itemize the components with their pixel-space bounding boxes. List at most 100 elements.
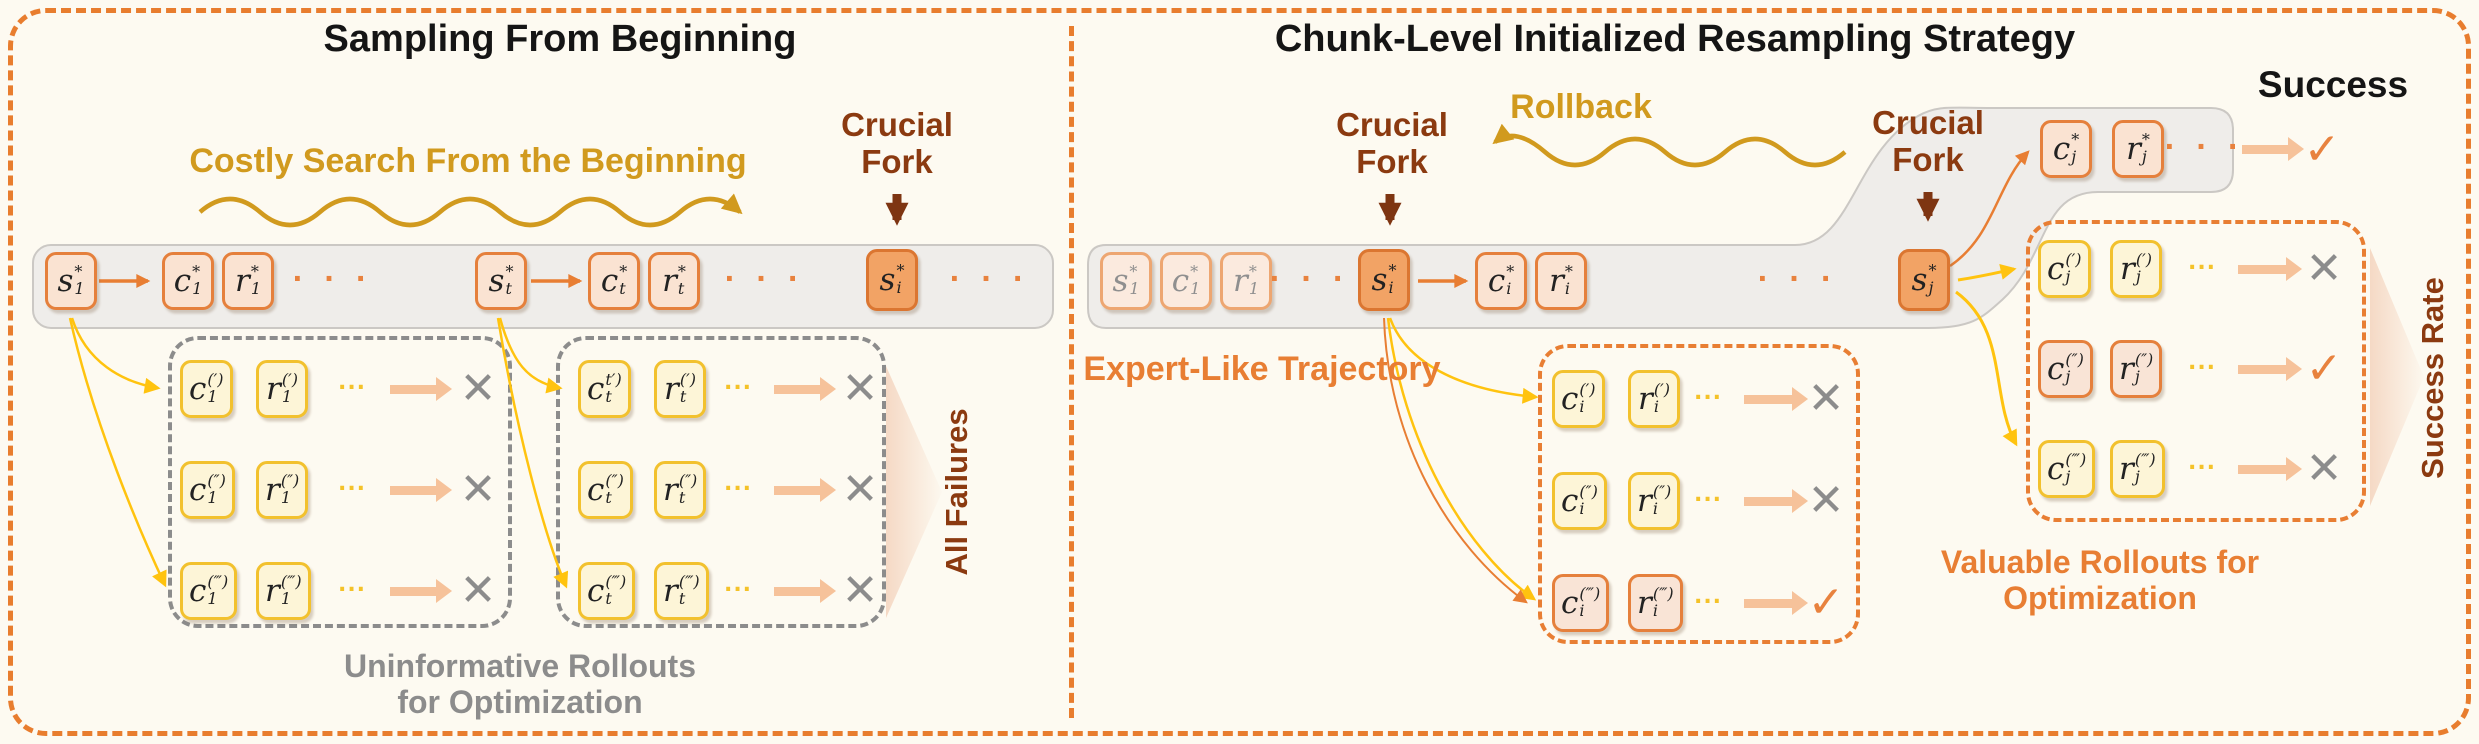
connector-arrow-icon [1955, 290, 2018, 447]
node-subscript: t [677, 279, 685, 298]
rollout-group [556, 336, 886, 628]
node-superscript: (′) [2065, 250, 2082, 270]
node-symbol: r [265, 471, 280, 508]
node-subscript: 1 [1248, 279, 1259, 298]
node-subscript: i [1652, 601, 1658, 620]
node-subscript: j [1928, 278, 1934, 297]
node-superscript: * [2141, 130, 2150, 150]
fail-icon: ✕ [459, 565, 497, 616]
ellipsis-icon: · · · [1269, 263, 1349, 295]
wavy-arrow-icon [1492, 123, 1847, 168]
node-superscript: * [1248, 262, 1257, 282]
node-box: c(‴)i [1552, 574, 1610, 632]
node-superscript: (′) [1579, 380, 1596, 400]
node-box: c(″)1 [180, 461, 235, 519]
node-superscript: (‴) [1652, 584, 1674, 604]
ellipsis-mini-icon: ··· [2187, 455, 2217, 481]
connector-arrow-icon [1388, 317, 1539, 404]
node-subscript: 1 [207, 488, 218, 507]
node-symbol: r [663, 471, 678, 508]
node-scripts: *j [2141, 130, 2150, 166]
node-symbol: r [266, 370, 281, 407]
node-subscript: i [1653, 397, 1659, 416]
connector-arrow-icon [68, 317, 167, 588]
ellipsis-icon: · · · [2164, 131, 2244, 163]
node-superscript: * [896, 261, 905, 281]
rollout-arrow-icon [1744, 387, 1808, 411]
node-subscript: t [605, 387, 612, 406]
node-subscript: i [1579, 601, 1585, 620]
node-superscript: * [1564, 262, 1573, 282]
ellipsis-mini-icon: ··· [723, 476, 753, 502]
node-subscript: i [1652, 499, 1658, 518]
node-subscript: t [678, 488, 686, 507]
node-symbol: s [1911, 261, 1928, 298]
node-superscript: (′) [679, 370, 696, 390]
fail-icon: ✕ [459, 363, 497, 414]
node-box: r(′)i [1628, 370, 1680, 428]
node-symbol: c [2047, 250, 2065, 287]
node-box: s*1 [1100, 252, 1152, 310]
node-superscript: (‴) [1579, 584, 1601, 604]
fail-icon: ✕ [1807, 475, 1845, 526]
ellipsis-mini-icon: ··· [723, 577, 753, 603]
node-scripts: (′)t [679, 370, 696, 406]
node-box: r(″)t [654, 461, 707, 519]
node-box: c(‴)j [2038, 440, 2096, 498]
node-box: c(′)i [1552, 370, 1605, 428]
node-symbol: c [1561, 380, 1579, 417]
rollout-arrow-icon [774, 377, 836, 401]
node-symbol: r [2119, 450, 2134, 487]
node-symbol: r [1232, 262, 1248, 299]
node-scripts: *1 [1129, 263, 1140, 298]
node-box: r*i [1535, 252, 1587, 310]
node-symbol: s [1112, 262, 1129, 299]
node-superscript: (‴) [605, 572, 627, 592]
node-subscript: t [619, 279, 626, 298]
node-box: r(‴)t [654, 562, 709, 620]
node-symbol: r [2119, 350, 2134, 387]
node-scripts: (‴)t [678, 572, 700, 608]
node-subscript: i [1564, 279, 1571, 298]
node-symbol: c [189, 572, 207, 609]
node-symbol: r [664, 370, 679, 407]
node-symbol: r [2126, 130, 2141, 167]
node-box: c(″)i [1552, 472, 1607, 530]
node-box: r*t [648, 252, 700, 310]
node-superscript: (‴) [678, 572, 700, 592]
node-box: r(″)1 [256, 461, 309, 519]
node-box: c(‴)t [578, 562, 636, 620]
node-symbol: c [587, 572, 605, 609]
node-scripts: *i [896, 261, 905, 297]
node-symbol: c [1171, 262, 1190, 299]
node-scripts: (‴)j [2135, 451, 2156, 486]
node-scripts: (′)1 [207, 371, 223, 406]
connector-arrow-icon [1383, 317, 1528, 604]
node-symbol: c [2047, 350, 2065, 387]
node-subscript: t [605, 488, 612, 507]
node-symbol: c [2052, 130, 2071, 167]
fail-icon: ✕ [2305, 443, 2343, 494]
node-box: r(‴)j [2110, 440, 2165, 498]
rollout-group [168, 336, 512, 628]
node-superscript: * [2071, 130, 2080, 150]
node-subscript: t [678, 589, 686, 608]
connector-arrow-icon [1386, 317, 1537, 601]
node-symbol: r [2120, 250, 2135, 287]
wavy-arrow-icon [198, 193, 743, 228]
node-symbol: c [173, 262, 192, 299]
rollout-arrow-icon [2238, 457, 2302, 481]
node-subscript: j [2065, 367, 2071, 386]
ellipsis-icon: · · · [292, 263, 372, 295]
node-scripts: *1 [192, 263, 202, 298]
node-superscript: (‴) [280, 572, 302, 592]
node-symbol: c [189, 471, 207, 508]
fail-icon: ✕ [841, 363, 879, 414]
node-subscript: 1 [280, 589, 292, 608]
node-scripts: (‴)i [1579, 584, 1601, 620]
node-scripts: (′)i [1653, 381, 1670, 416]
node-subscript: 1 [1129, 279, 1140, 298]
node-box: r(″)i [1628, 472, 1681, 530]
